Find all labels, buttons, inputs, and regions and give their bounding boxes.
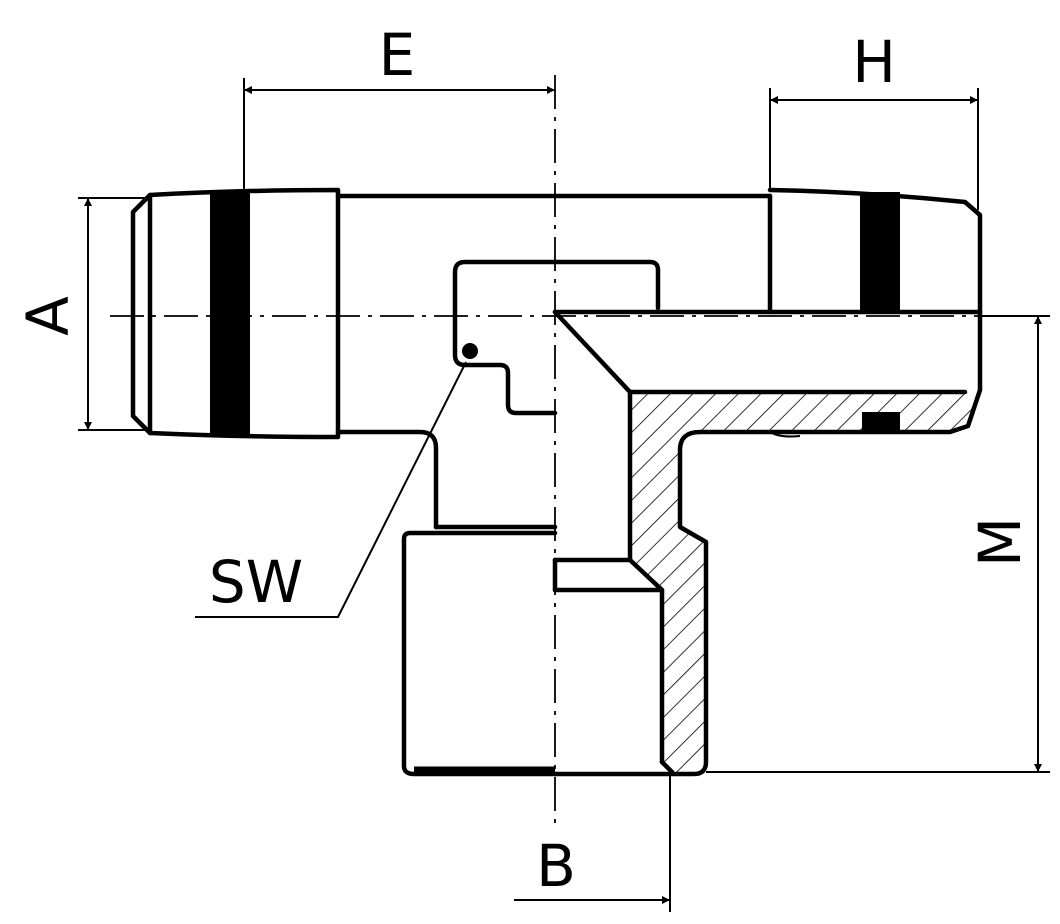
sw-reference-dot <box>462 343 478 359</box>
left-thread-stud <box>130 187 341 440</box>
label-e: E <box>379 21 416 89</box>
label-h: H <box>852 28 896 96</box>
dimension-b: B <box>514 774 671 912</box>
right-section-cut <box>552 187 983 777</box>
right-o-ring <box>860 192 900 314</box>
dimension-m: M <box>706 315 1050 773</box>
right-o-ring-section <box>862 412 900 434</box>
internal-hex-socket <box>452 259 558 416</box>
label-m: M <box>966 517 1034 567</box>
left-o-ring <box>210 191 250 435</box>
label-a: A <box>14 296 82 336</box>
dimension-e: E <box>243 21 555 190</box>
bottom-port <box>401 524 558 777</box>
sw-leader: SW <box>195 361 467 618</box>
dimension-a: A <box>14 197 150 431</box>
dimension-h: H <box>769 28 979 210</box>
label-sw: SW <box>209 548 303 616</box>
label-b: B <box>536 832 576 900</box>
fitting-body <box>335 193 773 530</box>
